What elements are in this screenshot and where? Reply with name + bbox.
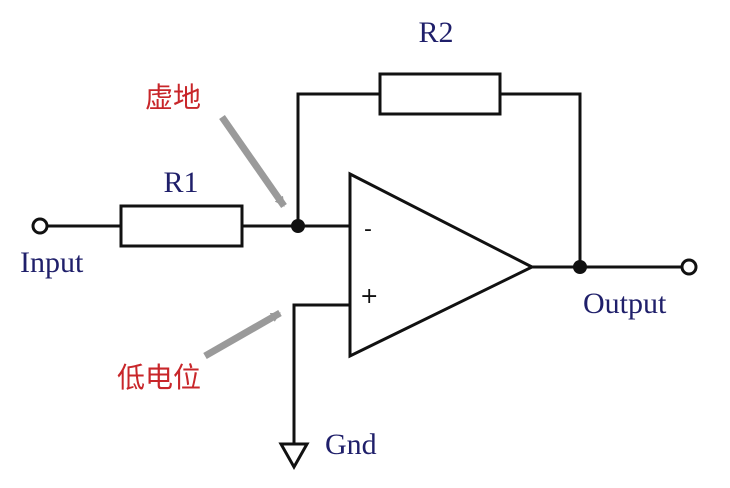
low-potential-arrow xyxy=(203,309,282,360)
op-amp-triangle xyxy=(348,171,536,359)
low-potential-annotation: 低电位 xyxy=(117,361,201,394)
ground-wire xyxy=(292,303,350,444)
input-terminal xyxy=(31,217,49,235)
output-label: Output xyxy=(583,287,667,320)
r2-resistor xyxy=(378,72,502,116)
gnd-label: Gnd xyxy=(325,428,377,461)
r2-label: R2 xyxy=(418,16,453,49)
r1-label: R1 xyxy=(163,166,198,199)
feedback-wire-left xyxy=(296,92,380,226)
feedback-wire-right xyxy=(500,92,582,267)
r1-resistor xyxy=(119,204,244,248)
input-label: Input xyxy=(20,246,84,279)
non-inverting-input-sign: + xyxy=(360,284,378,309)
virtual-ground-arrow xyxy=(219,114,287,209)
virtual-ground-annotation: 虚地 xyxy=(145,81,201,114)
ground-symbol xyxy=(278,442,310,471)
inverting-input-sign: - xyxy=(364,217,372,242)
output-node xyxy=(573,260,587,274)
output-terminal xyxy=(680,258,698,276)
